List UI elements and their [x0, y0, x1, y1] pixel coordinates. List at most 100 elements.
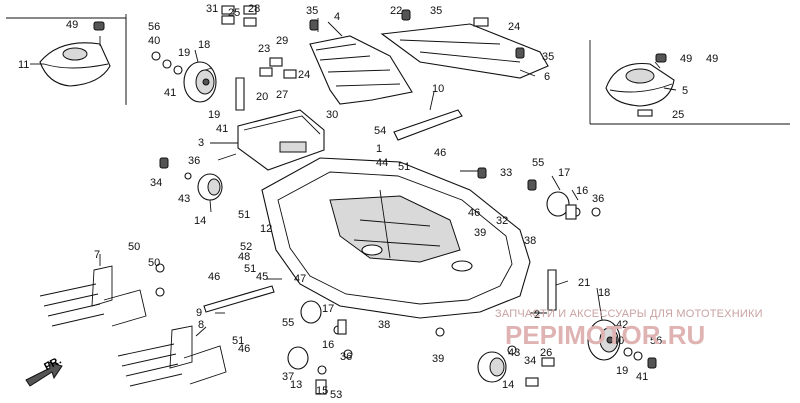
callout-28: 28 — [248, 3, 260, 15]
callout-18: 18 — [198, 39, 210, 51]
callout-51: 51 — [232, 335, 244, 347]
callout-24: 24 — [298, 69, 310, 81]
callout-27: 27 — [276, 89, 288, 101]
callout-39: 39 — [432, 353, 444, 365]
mower-deck-housing — [261, 157, 531, 319]
hardware-bolts — [93, 5, 667, 395]
callout-33: 33 — [500, 167, 512, 179]
callout-55: 55 — [282, 317, 294, 329]
callout-40: 40 — [612, 335, 624, 347]
callout-11: 11 — [18, 59, 29, 71]
callout-29: 29 — [276, 35, 288, 47]
callout-14: 14 — [502, 379, 514, 391]
callout-1: 1 — [376, 143, 382, 155]
wheel-bracket-right — [547, 269, 557, 311]
callout-39: 39 — [474, 227, 486, 239]
gauge-fork-lower — [117, 325, 227, 387]
callout-40: 40 — [148, 35, 160, 47]
callout-50: 50 — [128, 241, 140, 253]
callout-54: 54 — [374, 125, 386, 137]
callout-42: 42 — [616, 319, 628, 331]
callout-14: 14 — [194, 215, 206, 227]
callout-48: 48 — [238, 251, 250, 263]
callout-51: 51 — [244, 263, 256, 275]
callout-36: 36 — [592, 193, 604, 205]
callout-53: 53 — [330, 389, 342, 401]
callout-31: 31 — [206, 3, 218, 15]
callout-16: 16 — [322, 339, 334, 351]
callout-20: 20 — [256, 91, 268, 103]
roller-mid — [287, 300, 322, 370]
callout-36: 36 — [340, 351, 352, 363]
callout-24: 24 — [508, 21, 520, 33]
callout-49: 49 — [680, 53, 692, 65]
callout-18: 18 — [598, 287, 610, 299]
callout-46: 46 — [468, 207, 480, 219]
callout-23: 23 — [258, 43, 270, 55]
callout-44: 44 — [376, 157, 388, 169]
roller-right — [546, 191, 570, 217]
callout-51: 51 — [238, 209, 250, 221]
callout-9: 9 — [196, 307, 202, 319]
callout-16: 16 — [576, 185, 588, 197]
callout-43: 43 — [508, 347, 520, 359]
callout-25: 25 — [228, 7, 240, 19]
callout-34: 34 — [524, 355, 536, 367]
belt-cover-center — [309, 35, 413, 105]
callout-38: 38 — [524, 235, 536, 247]
roller-right-lower — [477, 351, 507, 383]
callout-5: 5 — [682, 85, 688, 97]
pulley-cover-left — [39, 42, 111, 87]
callout-19: 19 — [178, 47, 190, 59]
callout-49: 49 — [66, 19, 78, 31]
front-direction-arrow — [25, 361, 63, 387]
callout-17: 17 — [558, 167, 570, 179]
callout-13: 13 — [290, 379, 302, 391]
callout-15: 15 — [316, 385, 328, 397]
callout-6: 6 — [544, 71, 550, 83]
callout-56: 56 — [148, 21, 160, 33]
leader-lines — [30, 18, 677, 337]
callout-8: 8 — [198, 319, 204, 331]
wheel-bracket-left — [235, 77, 245, 111]
callout-50: 50 — [148, 257, 160, 269]
gauge-fork-upper — [39, 265, 147, 327]
callout-35: 35 — [306, 5, 318, 17]
callout-41: 41 — [636, 371, 648, 383]
deck-wheel-lower — [587, 319, 621, 361]
callout-46: 46 — [434, 147, 446, 159]
callout-32: 32 — [496, 215, 508, 227]
callout-41: 41 — [164, 87, 176, 99]
callout-52: 52 — [240, 241, 252, 253]
callout-2: 2 — [534, 309, 540, 321]
callout-51: 51 — [398, 161, 410, 173]
callout-34: 34 — [150, 177, 162, 189]
callout-41: 41 — [216, 123, 228, 135]
callout-47: 47 — [294, 273, 306, 285]
callout-35: 35 — [430, 5, 442, 17]
callout-35: 35 — [542, 51, 554, 63]
callout-46: 46 — [208, 271, 220, 283]
callout-37: 37 — [282, 371, 294, 383]
roller-left — [197, 173, 223, 201]
callout-3: 3 — [198, 137, 204, 149]
callout-26: 26 — [540, 347, 552, 359]
callout-10: 10 — [432, 83, 444, 95]
callout-55: 55 — [532, 157, 544, 169]
spindle-cover — [237, 109, 325, 171]
link-arm — [393, 109, 463, 141]
callout-19: 19 — [208, 109, 220, 121]
callout-7: 7 — [94, 249, 100, 261]
callout-22: 22 — [390, 5, 402, 17]
callout-36: 36 — [188, 155, 200, 167]
callout-45: 45 — [256, 271, 268, 283]
callout-17: 17 — [322, 303, 334, 315]
deck-wheel-upper — [183, 61, 217, 103]
callout-4: 4 — [334, 11, 340, 23]
callout-38: 38 — [378, 319, 390, 331]
callout-12: 12 — [260, 223, 272, 235]
callout-25: 25 — [672, 109, 684, 121]
callout-43: 43 — [178, 193, 190, 205]
